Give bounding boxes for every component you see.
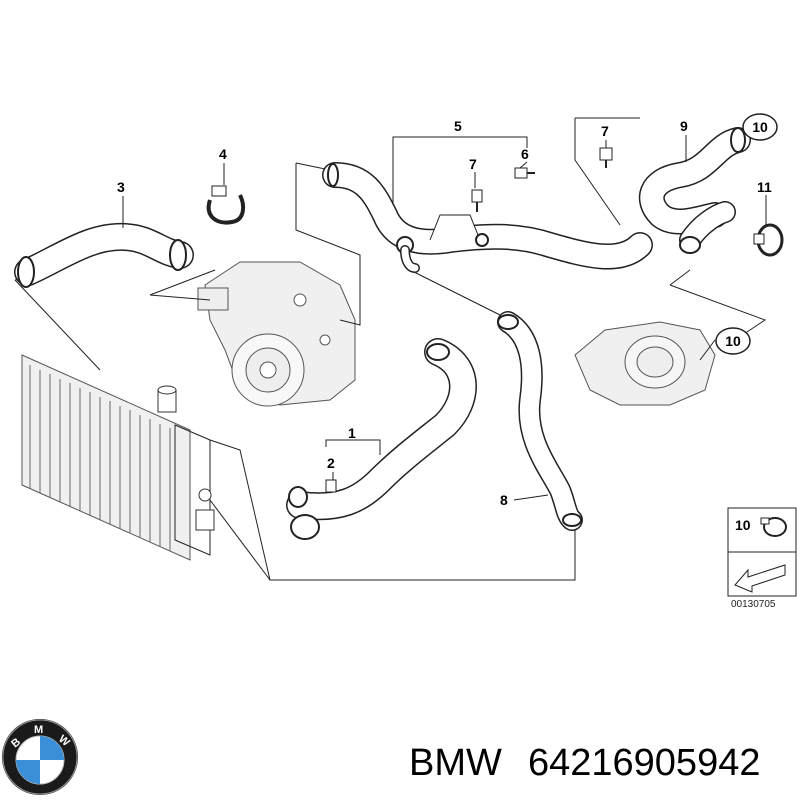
caption-brand: BMW (409, 742, 502, 784)
hose-1 (286, 338, 477, 540)
callout-8: 8 (500, 492, 508, 508)
svg-text:10: 10 (752, 119, 768, 135)
callout-2: 2 (327, 455, 335, 471)
callout-11: 11 (757, 179, 772, 195)
legend-box: 10 00130705 (727, 507, 797, 610)
reference-code: 00130705 (731, 599, 776, 610)
radiator-illustration (21, 354, 215, 561)
hose-3 (14, 222, 194, 288)
water-pump-illustration (197, 261, 356, 407)
thermostat-housing-illustration (574, 321, 716, 406)
callout-7-left: 7 (469, 156, 477, 172)
clamp-11 (753, 223, 784, 257)
bmw-logo: B M W (2, 719, 78, 795)
callout-7-right: 7 (601, 123, 609, 139)
hose-9 (638, 127, 751, 254)
callout-3: 3 (117, 179, 125, 195)
hose-5 (322, 162, 653, 273)
callout-leaders (122, 135, 767, 501)
legend-callout-10: 10 (735, 517, 751, 533)
circled-callout-10-top: 10 (742, 113, 778, 141)
circled-callout-10-right: 10 (715, 327, 751, 355)
clamp-4 (206, 185, 246, 225)
bolts (471, 147, 613, 212)
svg-text:10: 10 (725, 333, 741, 349)
logo-letter-m: M (34, 724, 43, 736)
callout-1: 1 (348, 425, 356, 441)
callout-5: 5 (454, 118, 462, 134)
hose-8 (497, 311, 583, 531)
callout-9: 9 (680, 118, 688, 134)
caption-part-number: 64216905942 (528, 742, 760, 784)
callout-6: 6 (521, 146, 529, 162)
callout-4: 4 (219, 146, 227, 162)
callout-labels: 1 2 3 4 5 6 7 7 8 9 11 (117, 118, 772, 508)
arrow-icon (734, 564, 786, 593)
